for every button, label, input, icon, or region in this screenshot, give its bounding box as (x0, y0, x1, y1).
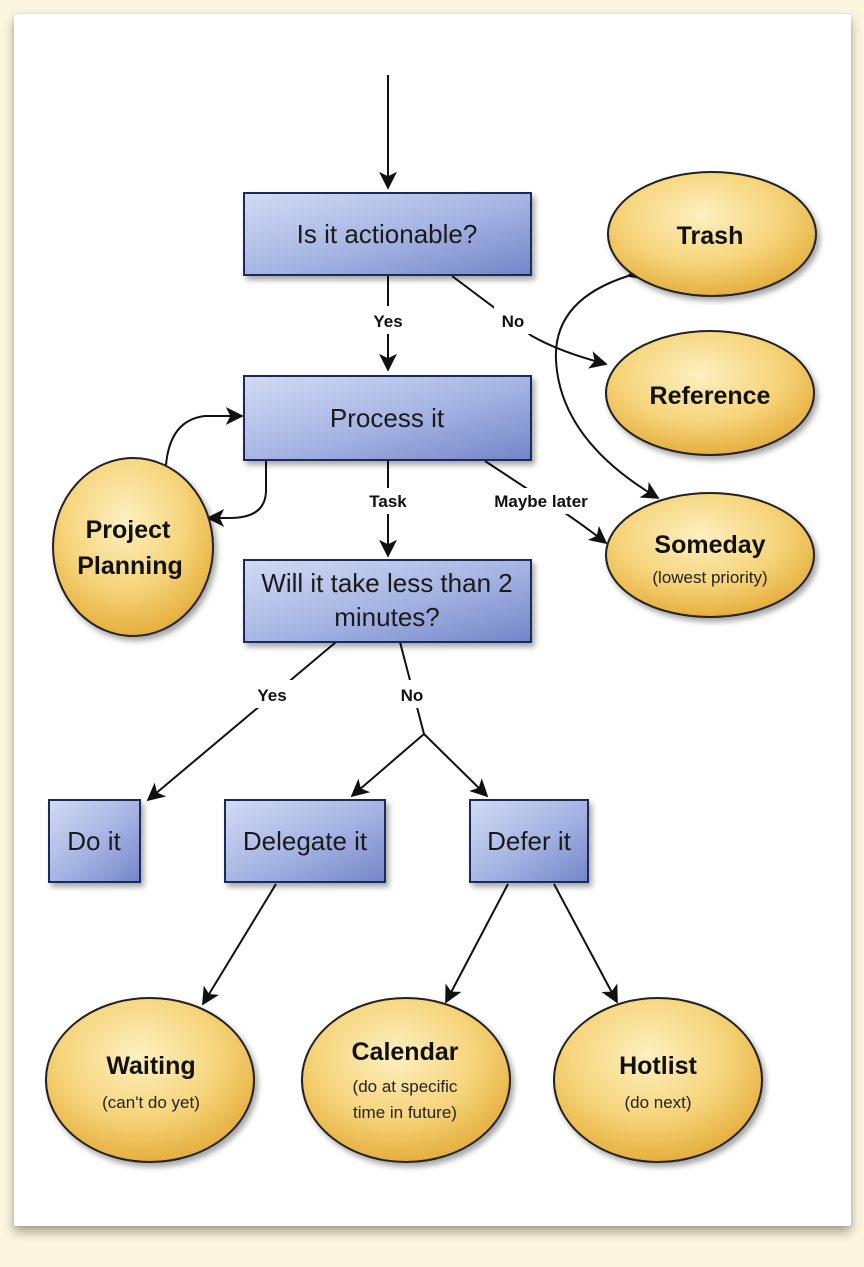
edge-defer-hotlist (553, 883, 618, 1004)
label-process-maybe-later: Maybe later (494, 492, 588, 511)
oval-hotlist-subtitle: (do next) (624, 1093, 691, 1112)
oval-calendar-title: Calendar (352, 1038, 459, 1066)
box-two-minutes-line2: minutes? (334, 602, 440, 632)
oval-reference-title: Reference (650, 382, 771, 410)
oval-reference: Reference (605, 330, 815, 456)
box-do-it: Do it (48, 799, 141, 883)
oval-hotlist-title: Hotlist (619, 1052, 697, 1080)
edge-two-min-yes (146, 641, 337, 802)
label-process-task: Task (369, 492, 407, 511)
oval-project-planning: Project Planning (52, 457, 214, 637)
oval-someday: Someday (lowest priority) (605, 492, 815, 618)
box-actionable: Is it actionable? (243, 192, 532, 276)
label-two-min-yes: Yes (257, 686, 286, 705)
oval-waiting-subtitle: (can't do yet) (102, 1093, 200, 1112)
edge-trash-someday (554, 262, 660, 499)
box-delegate-it-text: Delegate it (243, 826, 368, 856)
oval-someday-subtitle: (lowest priority) (652, 568, 767, 587)
oval-project-planning-line1: Project (86, 516, 171, 544)
box-two-minutes: Will it take less than 2 minutes? (243, 559, 532, 643)
oval-calendar-subtitle-line1: (do at specific (353, 1077, 458, 1096)
oval-calendar-subtitle-line2: time in future) (353, 1103, 457, 1122)
oval-hotlist: Hotlist (do next) (553, 997, 763, 1163)
label-actionable-yes: Yes (373, 312, 402, 331)
label-two-min-no: No (401, 686, 424, 705)
box-process: Process it (243, 375, 532, 461)
edge-delegate-waiting (202, 883, 277, 1006)
edge-no-to-defer (423, 733, 489, 798)
box-two-minutes-line1: Will it take less than 2 (261, 568, 512, 598)
oval-waiting: Waiting (can't do yet) (45, 997, 255, 1163)
box-process-text: Process it (330, 403, 445, 433)
edge-actionable-no (451, 275, 608, 369)
edge-defer-calendar (445, 883, 509, 1004)
edge-planning-to-process (165, 407, 244, 466)
box-actionable-text: Is it actionable? (297, 219, 478, 249)
edge-labels: Yes No Task Maybe later Yes No (248, 306, 602, 708)
oval-calendar: Calendar (do at specific time in future) (301, 997, 511, 1163)
oval-someday-title: Someday (654, 531, 765, 559)
oval-project-planning-line2: Planning (77, 552, 183, 580)
label-actionable-no: No (502, 312, 525, 331)
oval-trash-title: Trash (677, 222, 744, 250)
oval-trash: Trash (607, 171, 817, 297)
box-delegate-it: Delegate it (224, 799, 386, 883)
box-do-it-text: Do it (67, 826, 121, 856)
box-defer-it: Defer it (469, 799, 589, 883)
oval-waiting-title: Waiting (106, 1052, 195, 1080)
edge-process-to-planning (206, 461, 267, 527)
edge-no-to-delegate (350, 733, 425, 798)
box-defer-it-text: Defer it (487, 826, 572, 856)
